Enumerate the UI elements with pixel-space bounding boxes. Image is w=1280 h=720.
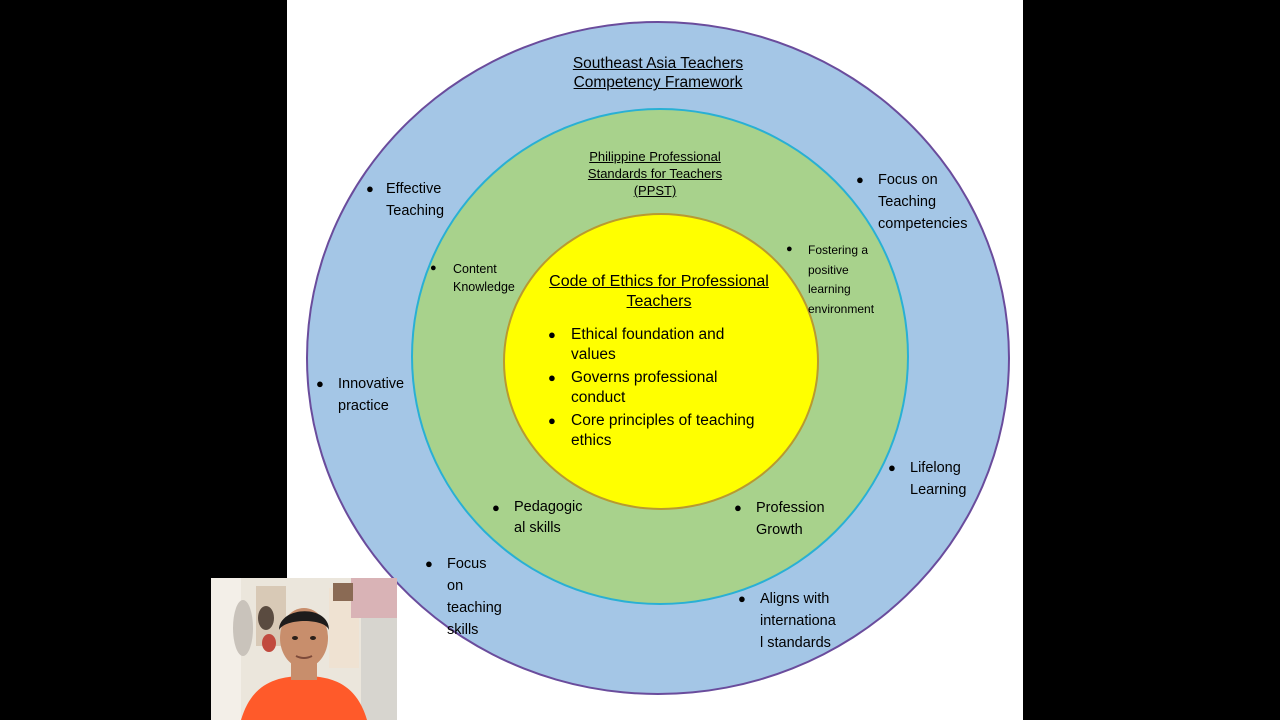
middle-circle-title: Philippine Professional Standards for Te…	[587, 149, 723, 198]
bullet-text: Ethical foundation and values	[571, 326, 725, 363]
inner-circle-title: Code of Ethics for Professional Teachers	[549, 273, 769, 310]
bullet-text: Pedagogic al skills	[514, 499, 583, 536]
presenter-video-frame	[211, 578, 397, 720]
bullet-text: Content Knowledge	[453, 262, 515, 294]
bullet-text: Profession Growth	[756, 500, 825, 538]
bullet-dot: ●	[786, 243, 793, 255]
bullet-dot: ●	[548, 370, 556, 385]
bullet-text: Effective Teaching	[386, 181, 445, 219]
bullet-dot: ●	[888, 460, 896, 475]
bullet-text: Innovative practice	[338, 376, 405, 414]
bullet-text: Governs professional conduct	[571, 369, 718, 406]
bullet-dot: ●	[492, 500, 500, 515]
presenter-webcam	[211, 578, 397, 720]
bullet-text: Core principles of teaching ethics	[571, 412, 755, 449]
bullet-dot: ●	[738, 591, 746, 606]
bullet-dot: ●	[425, 556, 433, 571]
inner-bullet-core-principles: ● Core principles of teaching ethics	[548, 411, 798, 451]
bullet-dot: ●	[316, 376, 324, 391]
bullet-text: Lifelong Learning	[910, 460, 967, 498]
bullet-dot: ●	[548, 413, 556, 428]
bullet-dot: ●	[856, 172, 864, 187]
bullet-text: Focus on teaching skills	[447, 556, 502, 638]
inner-circle-code-of-ethics	[503, 213, 819, 510]
outer-circle-title: Southeast Asia Teachers Competency Frame…	[572, 55, 744, 92]
bullet-dot: ●	[366, 181, 374, 196]
bullet-dot: ●	[430, 262, 437, 274]
bullet-text: Aligns with internationa l standards	[760, 591, 836, 651]
bullet-dot: ●	[734, 500, 742, 515]
inner-bullet-list: ● Ethical foundation and values ● Govern…	[548, 325, 798, 454]
inner-bullet-ethical-foundation: ● Ethical foundation and values	[548, 325, 798, 365]
bullet-text: Focus on Teaching competencies	[878, 172, 968, 232]
inner-bullet-professional-conduct: ● Governs professional conduct	[548, 368, 798, 408]
bullet-text: Fostering a positive learning environmen…	[808, 243, 875, 316]
bullet-dot: ●	[548, 327, 556, 342]
